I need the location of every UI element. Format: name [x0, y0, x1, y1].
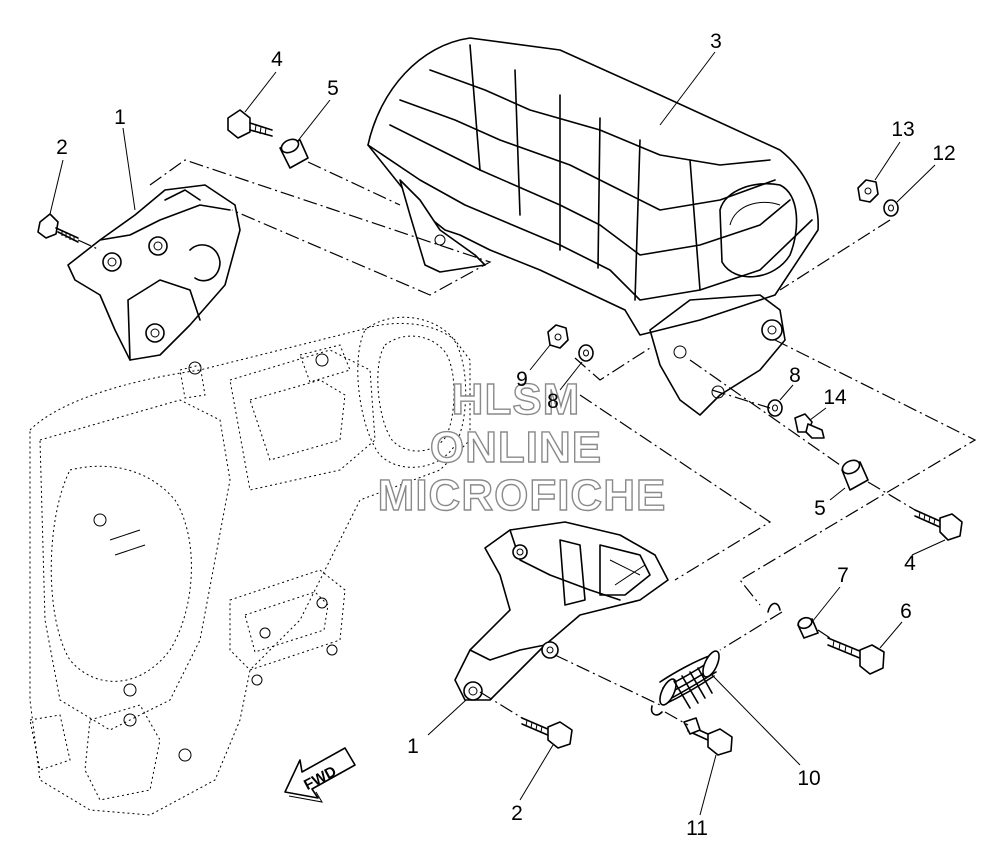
- callout-8-right: 8: [789, 364, 801, 387]
- callout-1-upper: 1: [114, 106, 126, 129]
- callout-12: 12: [932, 142, 955, 165]
- fwd-direction-badge: FWD: [284, 747, 356, 803]
- mount-bracket-lower-part-1: [454, 521, 669, 701]
- nut-part-13: [857, 179, 879, 203]
- leader-lines: [49, 51, 946, 816]
- watermark-line-3: MICROFICHE: [378, 471, 667, 520]
- callout-4-upper: 4: [271, 48, 283, 71]
- watermark: HLSM ONLINE MICROFICHE: [377, 374, 667, 520]
- callout-4-lower: 4: [904, 552, 916, 575]
- watermark-line-2: ONLINE: [430, 423, 602, 472]
- washer-part-12: [883, 199, 899, 217]
- callout-5-upper: 5: [327, 77, 339, 100]
- collar-part-5-upper: [279, 138, 309, 169]
- muffler-cover-part-3: [367, 37, 819, 416]
- engine-housing: [29, 316, 471, 816]
- bolt-part-11: [683, 717, 733, 756]
- callout-8-left: 8: [547, 390, 559, 413]
- bolt-part-2-upper: [37, 213, 79, 243]
- assembly-guide-lines: [77, 159, 977, 726]
- callout-10: 10: [797, 767, 820, 790]
- washer-part-8-right: [767, 399, 783, 417]
- callout-3: 3: [710, 30, 722, 53]
- bolt-part-4-lower: [914, 509, 963, 541]
- nut-part-9: [547, 324, 569, 349]
- callout-14: 14: [823, 386, 847, 409]
- bolt-part-6: [827, 637, 885, 675]
- spring-clip: [650, 602, 781, 716]
- spring-part-10: [659, 650, 720, 709]
- callout-6: 6: [900, 600, 912, 623]
- fitting-part-14: [794, 413, 825, 439]
- washer-part-8-upper: [578, 344, 594, 362]
- callout-9: 9: [516, 368, 528, 391]
- callout-11: 11: [686, 817, 708, 840]
- bolt-part-4-upper: [227, 109, 273, 139]
- callout-2-lower: 2: [511, 802, 523, 825]
- callout-13: 13: [891, 118, 914, 141]
- collar-part-7: [797, 616, 819, 639]
- callout-2-upper: 2: [56, 136, 68, 159]
- callout-labels: 1 2 3 4 5 13 12 9 8 8 14 5 4 7 6 1 2 10 …: [56, 30, 956, 840]
- callout-5-lower: 5: [814, 497, 826, 520]
- collar-part-5-lower: [841, 459, 869, 491]
- callout-1-lower: 1: [407, 735, 419, 758]
- mount-bracket-upper-part-1: [67, 184, 241, 361]
- watermark-line-1: HLSM: [452, 375, 581, 424]
- callout-7: 7: [837, 564, 849, 587]
- bolt-part-2-lower: [521, 717, 573, 749]
